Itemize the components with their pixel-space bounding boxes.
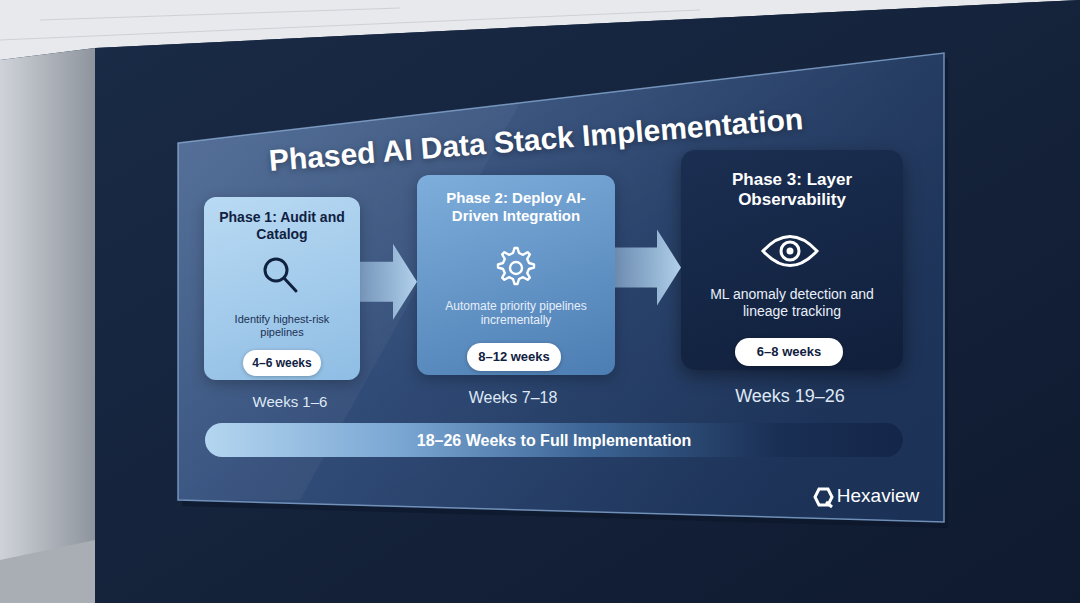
logo-text: Hexaview <box>837 485 919 507</box>
duration-pill: 6–8 weeks <box>735 338 843 366</box>
duration-text: 8–12 weeks <box>467 349 561 365</box>
duration-pill: 8–12 weeks <box>467 343 561 371</box>
week-range: Weeks 1–6 <box>253 393 328 410</box>
phase-heading: Phase 2: Deploy AI-Driven Integration <box>417 189 615 225</box>
phase-description: Automate priority pipelines incrementall… <box>417 299 615 328</box>
duration-text: 4–6 weeks <box>243 356 321 370</box>
phase-heading: Phase 3: Layer Observability <box>681 170 903 211</box>
timeline-band: 18–26 Weeks to Full Implementation <box>205 423 903 457</box>
flow-arrow <box>615 230 681 306</box>
duration-text: 6–8 weeks <box>735 344 843 360</box>
week-range: Weeks 7–18 <box>469 389 558 407</box>
flow-arrow <box>360 244 417 320</box>
phase-box: Phase 1: Audit and CatalogIdentify highe… <box>204 197 360 380</box>
phase-box: Phase 3: Layer Observability ML anomaly d… <box>681 150 903 370</box>
phase-description: ML anomaly detection and lineage trackin… <box>681 286 903 320</box>
duration-pill: 4–6 weeks <box>243 350 321 376</box>
phase-heading: Phase 1: Audit and Catalog <box>204 209 360 243</box>
logo-mark <box>815 489 832 507</box>
phase-description: Identify highest-risk pipelines <box>204 313 360 339</box>
week-range: Weeks 19–26 <box>735 386 845 407</box>
timeline-text: 18–26 Weeks to Full Implementation <box>205 431 903 450</box>
phase-box: Phase 2: Deploy AI-Driven IntegrationAut… <box>417 175 615 375</box>
